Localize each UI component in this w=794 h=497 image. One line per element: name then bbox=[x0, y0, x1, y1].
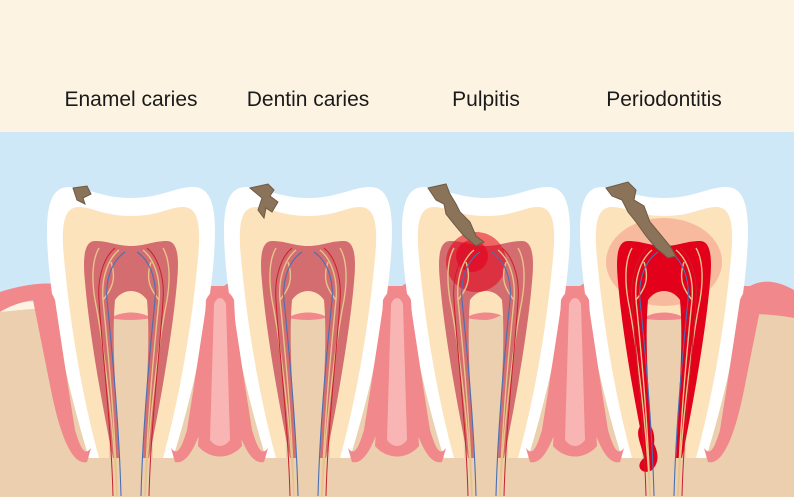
tooth-icon-4 bbox=[580, 181, 748, 497]
nerve-fiber bbox=[269, 247, 295, 497]
gum-papilla-highlight bbox=[387, 298, 407, 446]
label-band bbox=[0, 0, 794, 132]
artery-line bbox=[453, 247, 471, 497]
decay-cavity-icon bbox=[605, 181, 677, 259]
label-periodontitis: Periodontitis bbox=[606, 88, 722, 111]
vein-line bbox=[283, 251, 303, 497]
artery-line bbox=[631, 247, 649, 497]
nerve-fiber bbox=[457, 249, 475, 497]
artery-line bbox=[146, 247, 164, 497]
vein-line bbox=[669, 251, 689, 497]
tooth-icon-3 bbox=[402, 183, 570, 497]
vein-line bbox=[461, 251, 481, 497]
nerve-bundle-icon bbox=[447, 247, 525, 497]
tooth-icon-2 bbox=[224, 183, 392, 497]
vein-line bbox=[106, 251, 126, 497]
nerve-fiber bbox=[92, 247, 118, 497]
stage-labels: Enamel caries Dentin caries Pulpitis Per… bbox=[0, 0, 794, 132]
gum-papilla-highlight bbox=[210, 298, 230, 446]
nerve-fiber bbox=[675, 249, 693, 497]
gum-collar-left bbox=[33, 289, 91, 463]
label-enamel-caries: Enamel caries bbox=[64, 88, 198, 111]
nerve-fiber bbox=[144, 247, 170, 497]
nerve-fiber bbox=[677, 247, 703, 497]
nerve-fiber bbox=[319, 249, 337, 497]
gum-collar-right bbox=[704, 289, 762, 463]
label-dentin-caries: Dentin caries bbox=[246, 88, 370, 111]
nerve-fiber bbox=[447, 247, 473, 497]
tooth-icon-1 bbox=[47, 185, 215, 497]
gum-papilla-highlight bbox=[565, 298, 585, 446]
dentin-inflammation bbox=[606, 218, 722, 306]
artery-line bbox=[679, 247, 697, 497]
decay-cavity-icon bbox=[248, 183, 279, 220]
decay-cavity-icon bbox=[427, 183, 485, 247]
vein-line bbox=[313, 251, 333, 497]
nerve-fiber bbox=[499, 247, 525, 497]
nerve-fiber bbox=[635, 249, 653, 497]
nerve-fiber bbox=[321, 247, 347, 497]
nerve-fiber bbox=[279, 249, 297, 497]
artery-line bbox=[275, 247, 293, 497]
artery-line bbox=[323, 247, 341, 497]
pulpitis-core bbox=[456, 240, 488, 272]
nerve-fiber bbox=[497, 249, 515, 497]
artery-line bbox=[501, 247, 519, 497]
label-pulpitis: Pulpitis bbox=[452, 88, 520, 111]
vein-line bbox=[136, 251, 156, 497]
nerve-bundle-icon bbox=[92, 247, 170, 497]
vein-line bbox=[491, 251, 511, 497]
nerve-fiber bbox=[625, 247, 651, 497]
artery-line bbox=[98, 247, 116, 497]
nerve-bundle-icon bbox=[625, 247, 703, 497]
vein-line bbox=[639, 251, 659, 497]
nerve-fiber bbox=[142, 249, 160, 497]
nerve-bundle-icon bbox=[269, 247, 347, 497]
decay-cavity-icon bbox=[72, 185, 92, 205]
nerve-fiber bbox=[102, 249, 120, 497]
